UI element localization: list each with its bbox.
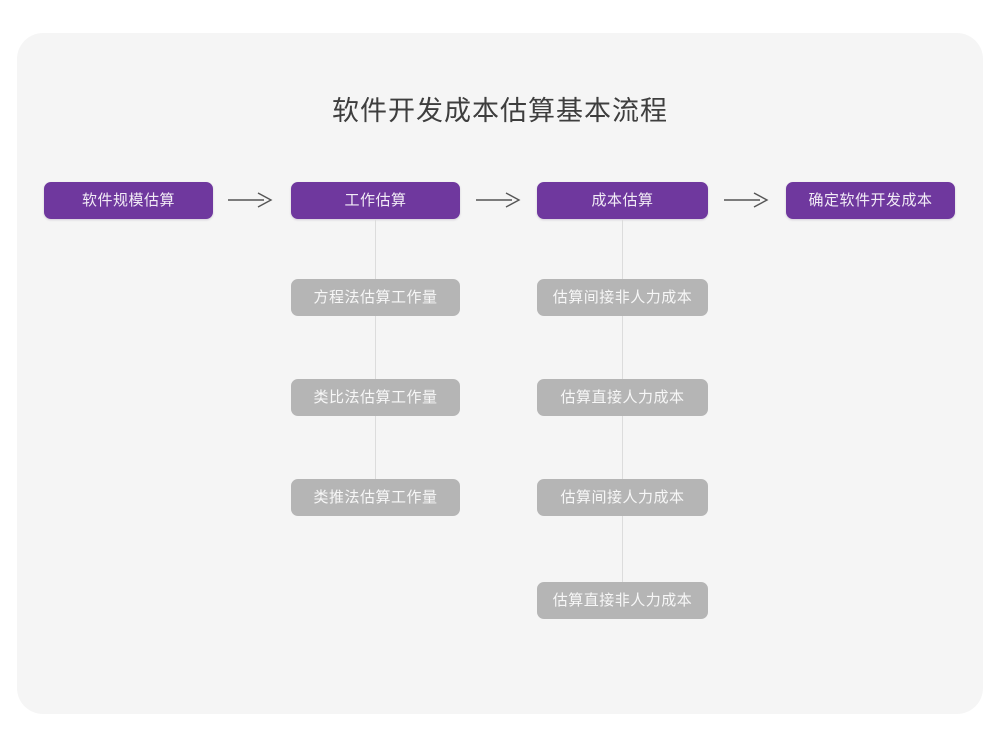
flow-step-label: 成本估算 (591, 191, 654, 209)
branch-left-item-1[interactable]: 方程法估算工作量 (291, 279, 460, 316)
flow-step-label: 确定软件开发成本 (808, 191, 933, 209)
branch-item-label: 方程法估算工作量 (313, 288, 438, 306)
branch-right-item-2[interactable]: 估算直接人力成本 (537, 379, 708, 416)
branch-item-label: 估算直接非人力成本 (552, 591, 693, 609)
diagram-card (17, 33, 983, 714)
flow-arrow-1-icon (228, 190, 273, 210)
branch-right-item-4[interactable]: 估算直接非人力成本 (537, 582, 708, 619)
flow-arrow-2-icon (476, 190, 521, 210)
branch-item-label: 估算直接人力成本 (560, 388, 685, 406)
flow-step-label: 软件规模估算 (81, 191, 175, 209)
flow-step-software-scale-estimation[interactable]: 软件规模估算 (44, 182, 213, 219)
flow-arrow-3-icon (724, 190, 769, 210)
flow-step-cost-estimation[interactable]: 成本估算 (537, 182, 708, 219)
branch-right-item-1[interactable]: 估算间接非人力成本 (537, 279, 708, 316)
branch-item-label: 类推法估算工作量 (313, 488, 438, 506)
branch-item-label: 估算间接非人力成本 (552, 288, 693, 306)
branch-item-label: 估算间接人力成本 (560, 488, 685, 506)
branch-connector-left (375, 219, 376, 498)
branch-left-item-3[interactable]: 类推法估算工作量 (291, 479, 460, 516)
page-title: 软件开发成本估算基本流程 (332, 96, 668, 126)
branch-left-item-2[interactable]: 类比法估算工作量 (291, 379, 460, 416)
flow-step-label: 工作估算 (344, 191, 407, 209)
flow-step-determine-development-cost[interactable]: 确定软件开发成本 (786, 182, 955, 219)
flow-step-work-estimation[interactable]: 工作估算 (291, 182, 460, 219)
branch-item-label: 类比法估算工作量 (313, 388, 438, 406)
branch-right-item-3[interactable]: 估算间接人力成本 (537, 479, 708, 516)
